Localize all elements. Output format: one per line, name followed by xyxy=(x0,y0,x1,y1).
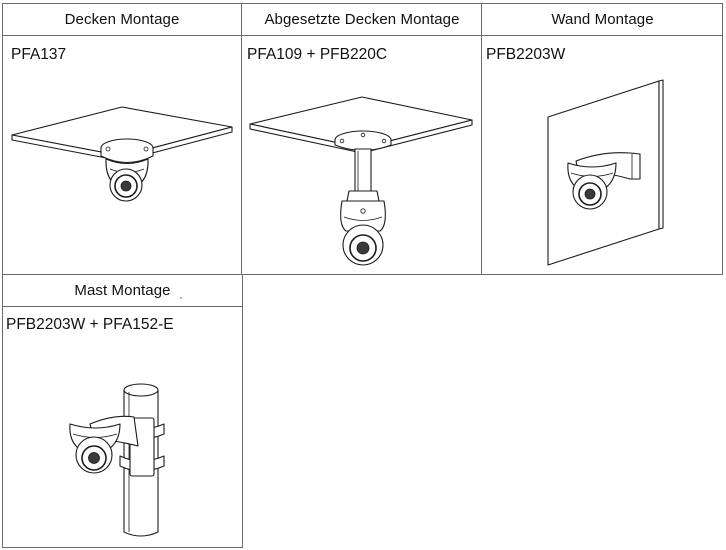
mount-model-label: PFB2203W xyxy=(486,46,566,63)
mount-model-label: PFA137 xyxy=(11,46,67,63)
mount-model-label: PFA109 + PFB220C xyxy=(247,46,388,63)
pole-mount-drawing xyxy=(69,297,182,537)
panel-ceiling-mount: Decken Montage PFA137 xyxy=(2,3,242,275)
grid-cell-pole-frame xyxy=(2,274,243,548)
panel-title: Decken Montage xyxy=(2,3,242,36)
panel-title: Mast Montage xyxy=(2,274,243,307)
panel-title: Wand Montage xyxy=(482,3,723,36)
panel-wall-mount: Wand Montage PFB2203W xyxy=(482,3,723,275)
mount-model-label: PFB2203W + PFA152-E xyxy=(6,316,174,333)
grid-row-1 xyxy=(2,3,723,275)
grid-divider-2 xyxy=(481,3,482,275)
panel-pendant-mount: Abgesetzte Decken Montage PFA109 + PFB22… xyxy=(242,3,482,275)
panel-title: Abgesetzte Decken Montage xyxy=(242,3,482,36)
pendant-mount-drawing xyxy=(249,96,473,266)
panel-pole-mount: Mast Montage PFB2203W + PFA152-E xyxy=(2,274,243,548)
ceiling-mount-drawing xyxy=(11,106,233,202)
wall-mount-drawing xyxy=(547,79,664,266)
grid-divider-1 xyxy=(241,3,242,275)
